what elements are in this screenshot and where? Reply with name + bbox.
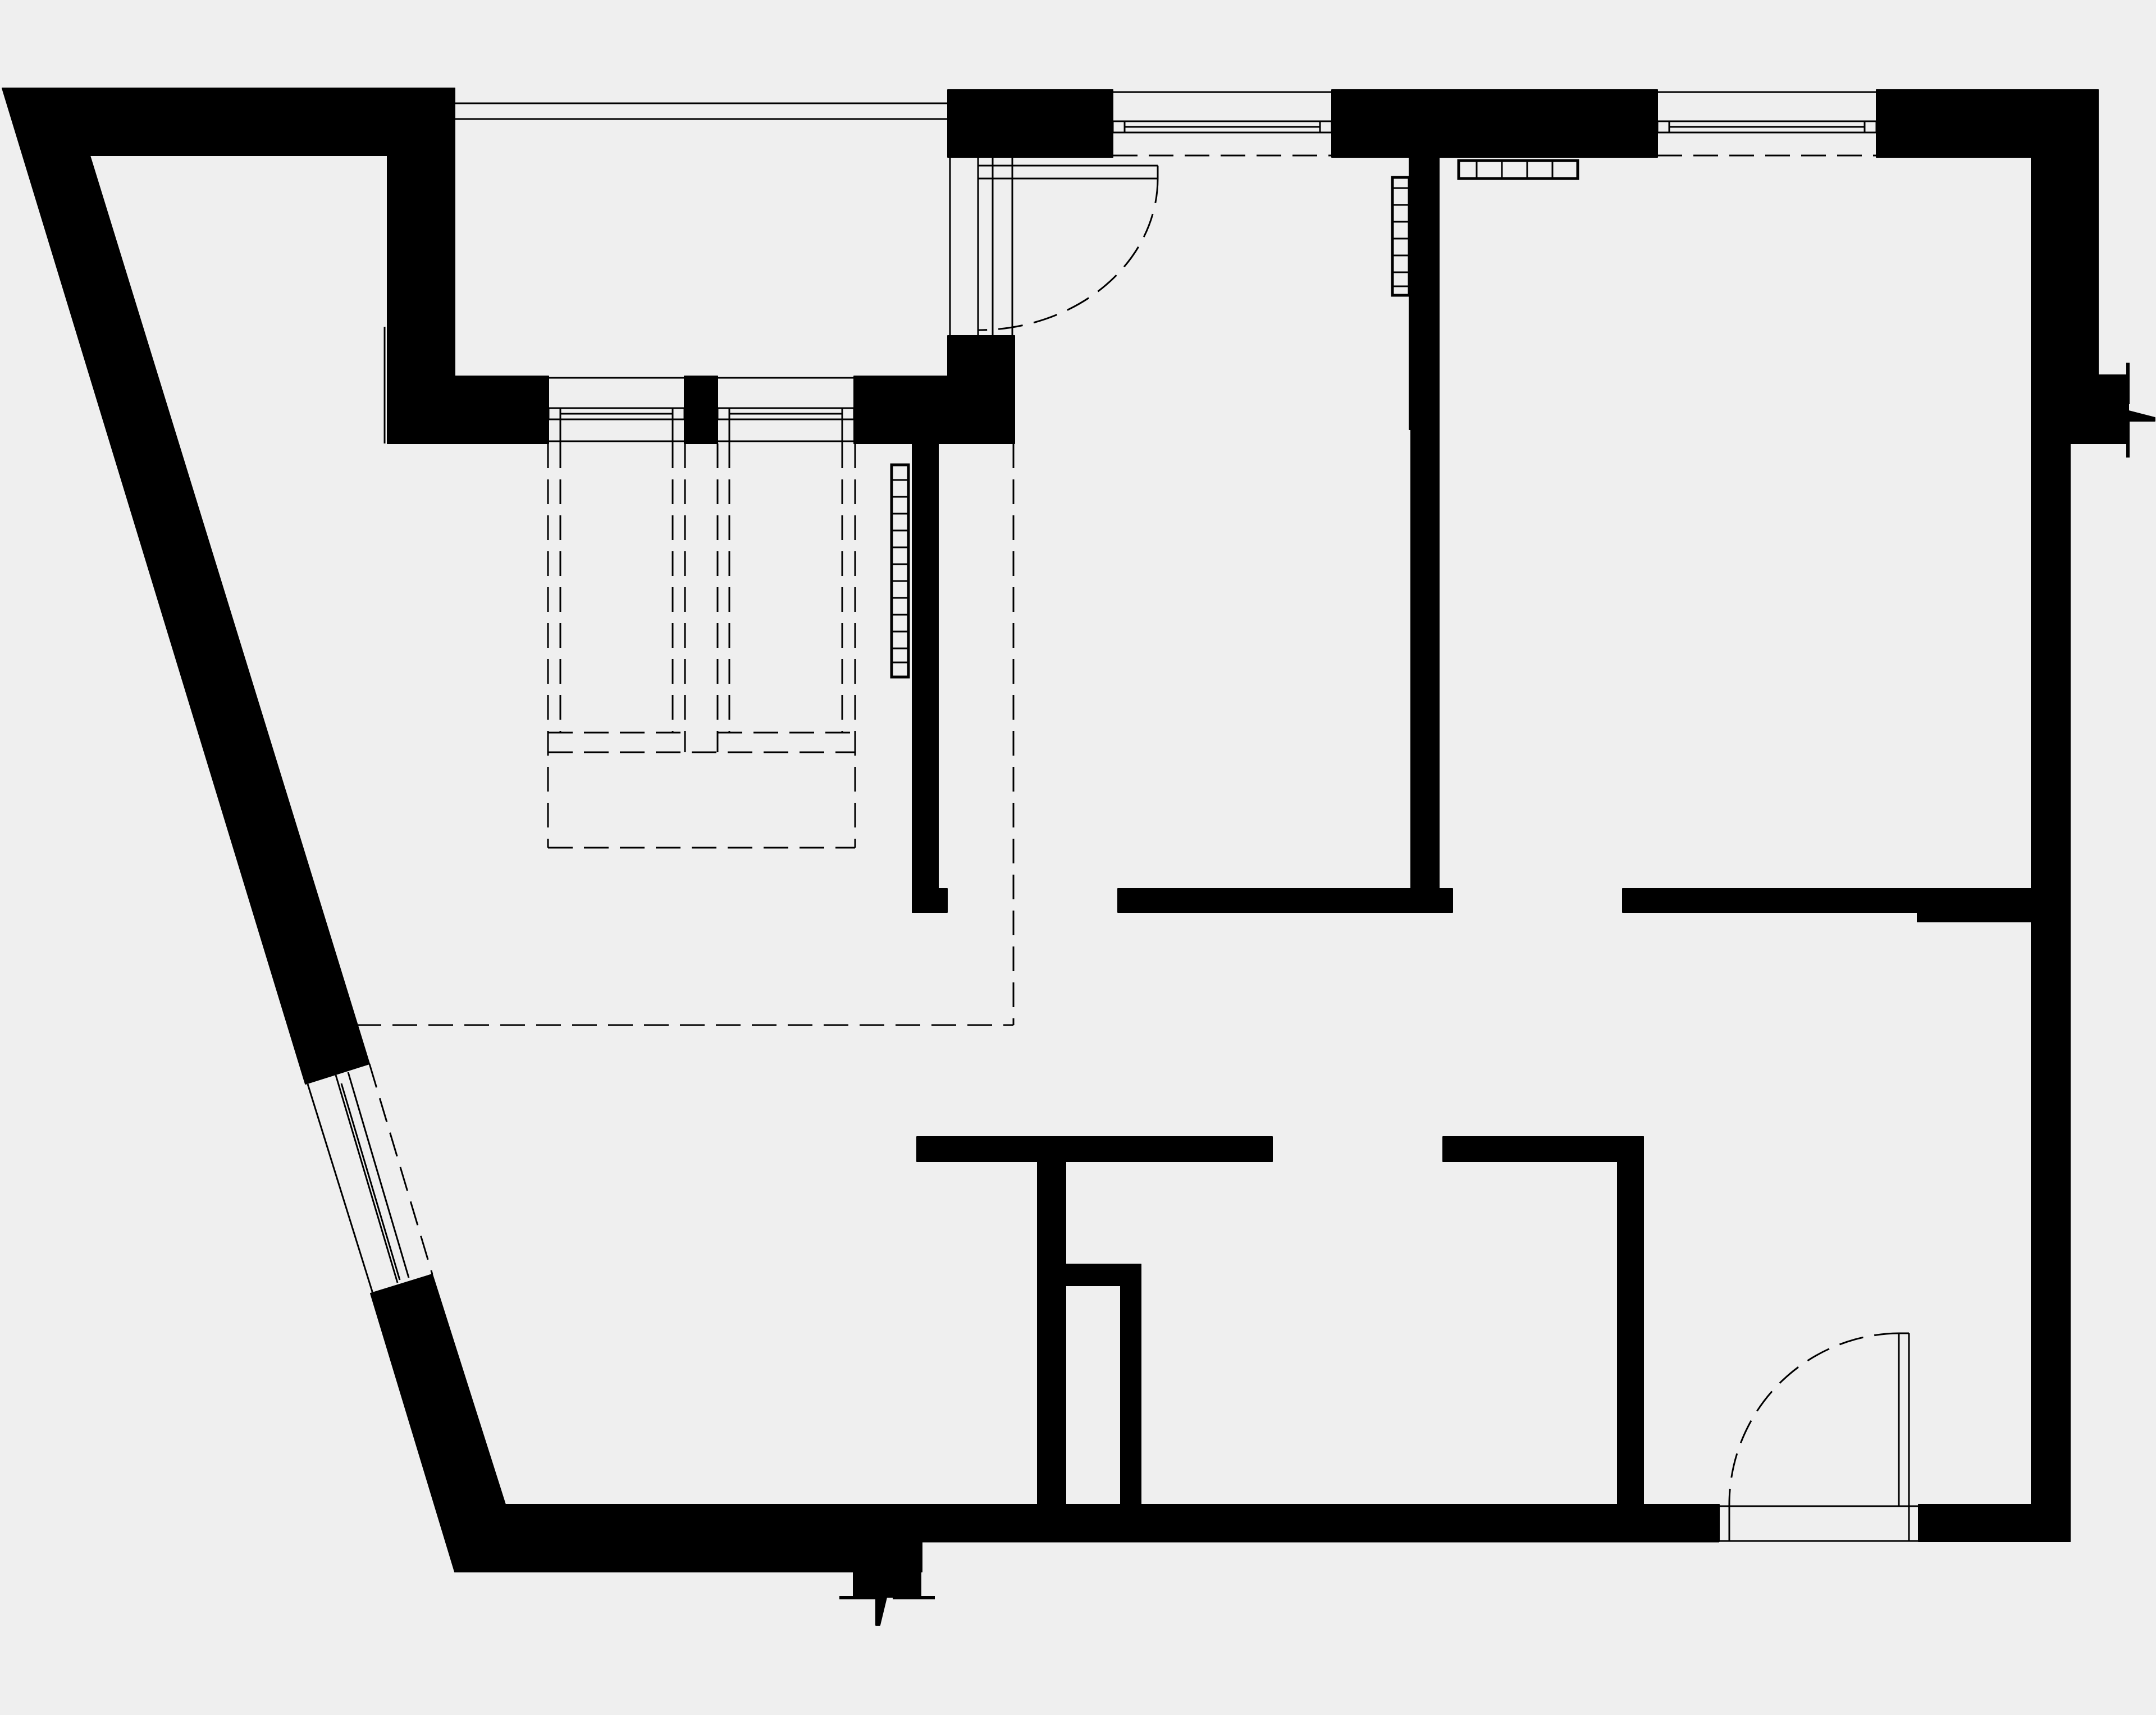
wall-top-b [1331, 89, 1658, 158]
entrance-marker-right [2098, 363, 2155, 458]
radiator-kitchen [890, 463, 910, 679]
wall-mid-right-ledge [1917, 909, 2071, 922]
wall-top-a [947, 89, 1113, 158]
radiator-top [1457, 159, 1579, 180]
wall-kitchen-foot [912, 888, 948, 913]
window-top-left [455, 102, 948, 120]
wall-top-c [1876, 89, 2099, 158]
window-bay-left [547, 377, 686, 443]
radiator-center-wall [1391, 176, 1411, 297]
wall-bottom-left [454, 1504, 922, 1572]
window-bottom-right [1719, 1505, 1919, 1542]
wall-bay-center [684, 376, 718, 444]
windows [307, 91, 1919, 1542]
door-bottom-right [1728, 1332, 1910, 1507]
wall-lower-right-vertical [1617, 1136, 1644, 1508]
entrance-marker-bottom [839, 1571, 935, 1626]
wall-closet-right [1120, 1264, 1141, 1508]
wall-bay-pillar [947, 335, 1015, 404]
entrance-markers [839, 363, 2155, 1626]
interior-walls [684, 157, 2071, 1508]
exterior-walls [2, 88, 2129, 1572]
wardrobe-outline [357, 154, 1876, 1275]
wall-left-stub-lower [387, 376, 549, 444]
wall-lower-top-left [916, 1136, 1273, 1162]
door-top-center [949, 157, 1159, 336]
wall-bottom-main [898, 1504, 1720, 1542]
wall-slanted-upper [2, 88, 370, 1085]
wall-mid-right [1622, 888, 2071, 913]
wall-right-lower [2031, 443, 2071, 1542]
window-top-center [1112, 91, 1333, 134]
wall-lower-left-vertical [1037, 1161, 1066, 1508]
wall-kitchen-vertical [912, 443, 939, 913]
wall-lower-top-right [1442, 1136, 1644, 1162]
radiators [890, 159, 1579, 679]
doors [949, 157, 1910, 1507]
window-slanted-left [307, 1072, 410, 1294]
window-bay-right [716, 377, 855, 443]
window-top-right [1656, 91, 1878, 134]
wall-mid-left [1117, 888, 1453, 913]
wall-slanted-lower [370, 1274, 506, 1572]
